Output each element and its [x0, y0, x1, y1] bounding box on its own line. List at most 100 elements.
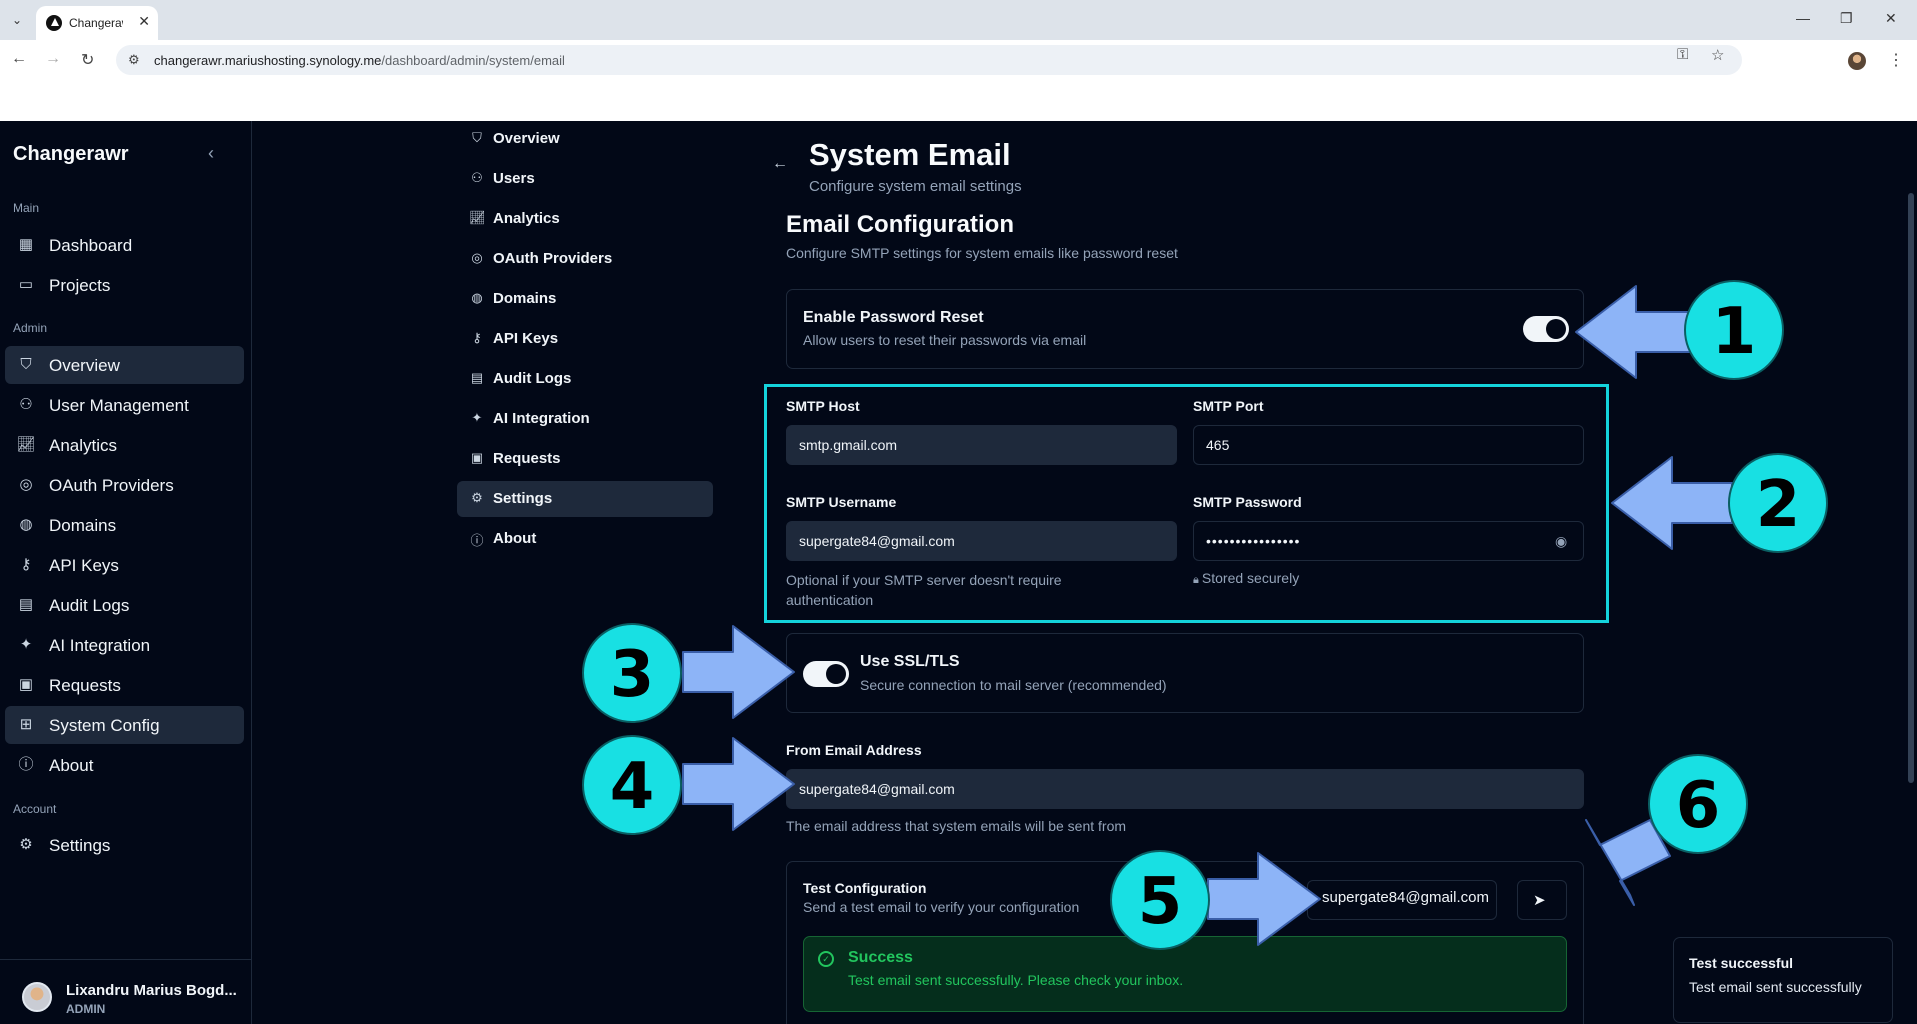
arrow-5	[1207, 852, 1321, 946]
sidebar-item-overview[interactable]: ⛉ Overview	[5, 346, 244, 384]
ssl-card: Use SSL/TLS Secure connection to mail se…	[786, 633, 1584, 713]
browser-menu-icon[interactable]: ⋮	[1888, 52, 1904, 69]
sidebar-item-user-management[interactable]: ⚇ User Management	[5, 386, 244, 424]
user-profile[interactable]: Lixandru Marius Bogd... ADMIN	[0, 959, 252, 1024]
smtp-port-input[interactable]: 465	[1193, 425, 1584, 465]
section-label-admin: Admin	[13, 321, 48, 335]
smtp-username-input[interactable]: supergate84@gmail.com	[786, 521, 1177, 561]
smtp-highlight-box	[764, 384, 1609, 623]
subnav-item-label: AI Integration	[493, 410, 590, 427]
sparkle-icon: ✦	[471, 410, 483, 425]
tab-search-icon[interactable]: ⌄	[11, 13, 23, 27]
sidebar-item-ai-integration[interactable]: ✦ AI Integration	[5, 626, 244, 664]
collapse-sidebar-icon[interactable]: ‹	[208, 143, 214, 163]
test-success-alert: ✓ Success Test email sent successfully. …	[803, 936, 1567, 1012]
subnav-item-analytics[interactable]: 📈︎ Analytics	[457, 201, 713, 237]
window-close-icon[interactable]: ✕	[1885, 10, 1897, 26]
forward-arrow-icon[interactable]: →	[45, 50, 61, 67]
restore-icon[interactable]: ❐	[1840, 10, 1853, 26]
sidebar-item-label: AI Integration	[49, 636, 151, 655]
subnav-item-label: Settings	[493, 490, 553, 507]
subnav-item-api-keys[interactable]: ⚷ API Keys	[457, 321, 713, 357]
url-text[interactable]: changerawr.mariushosting.synology.me/das…	[154, 53, 565, 68]
subnav-item-oauth-providers[interactable]: ◎ OAuth Providers	[457, 241, 713, 277]
annotation-badge-1: 1	[1684, 280, 1784, 380]
bookmark-star-icon[interactable]: ☆	[1711, 47, 1725, 64]
profile-avatar[interactable]	[1848, 52, 1866, 70]
sidebar-item-settings[interactable]: ⚙ Settings	[5, 826, 244, 864]
annotation-badge-6: 6	[1648, 754, 1748, 854]
smtp-host-input[interactable]: smtp.gmail.com	[786, 425, 1177, 465]
reload-icon[interactable]: ↻	[81, 52, 95, 69]
sidebar-item-dashboard[interactable]: ▦ Dashboard	[5, 226, 244, 264]
sidebar-item-requests[interactable]: ▣ Requests	[5, 666, 244, 704]
sidebar-item-projects[interactable]: ▭ Projects	[5, 266, 244, 304]
subnav-item-overview[interactable]: ⛉ Overview	[457, 121, 713, 157]
tab-close-icon[interactable]: ✕	[138, 13, 150, 29]
site-settings-icon[interactable]: ⚙	[128, 52, 140, 67]
sidebar-item-about[interactable]: ⓘ About	[5, 746, 244, 784]
sidebar-item-analytics[interactable]: 📈︎ Analytics	[5, 426, 244, 464]
subnav-item-domains[interactable]: ◍ Domains	[457, 281, 713, 317]
arrow-4	[682, 737, 795, 831]
from-email-help: The email address that system emails wil…	[786, 818, 1127, 834]
smtp-username-value: supergate84@gmail.com	[799, 533, 955, 549]
sidebar-item-api-keys[interactable]: ⚷ API Keys	[5, 546, 244, 584]
check-circle-icon: ✓	[818, 951, 834, 967]
browser-tab-bar: ⌄ Changerawr ✕ — ❐ ✕	[0, 0, 1917, 40]
from-email-input[interactable]: supergate84@gmail.com	[786, 769, 1584, 809]
address-bar[interactable]: ⚙ changerawr.mariushosting.synology.me/d…	[116, 45, 1742, 75]
show-password-eye-icon[interactable]: ◉	[1555, 533, 1568, 549]
sidebar-item-oauth-providers[interactable]: ◎ OAuth Providers	[5, 466, 244, 504]
sidebar-item-domains[interactable]: ◍ Domains	[5, 506, 244, 544]
password-reset-description: Allow users to reset their passwords via…	[803, 332, 1087, 348]
subnav-item-label: Audit Logs	[493, 370, 572, 387]
sidebar-item-label: OAuth Providers	[49, 476, 174, 495]
arrow-3	[682, 625, 795, 719]
subnav-item-label: Users	[493, 170, 535, 187]
password-reset-toggle[interactable]	[1523, 316, 1569, 342]
sidebar-item-label: Domains	[49, 516, 117, 535]
grid-icon: ▦	[18, 236, 34, 253]
sidebar-item-label: Settings	[49, 836, 111, 855]
subnav-item-label: Overview	[493, 130, 560, 147]
subnav-item-users[interactable]: ⚇ Users	[457, 161, 713, 197]
annotation-badge-4: 4	[582, 735, 682, 835]
back-arrow-icon[interactable]: ←	[11, 50, 27, 67]
lock-icon: 🔒︎	[1193, 574, 1202, 586]
section-label-main: Main	[13, 201, 40, 215]
test-recipient-input[interactable]	[1307, 880, 1497, 920]
fingerprint-icon: ◎	[19, 476, 33, 493]
subnav-item-about[interactable]: ⓘ About	[457, 521, 713, 557]
browser-tab[interactable]: Changerawr ✕	[36, 6, 158, 40]
back-arrow-icon[interactable]: ←	[772, 155, 788, 172]
subnav-item-requests[interactable]: ▣ Requests	[457, 441, 713, 477]
gear-icon: ⚙	[471, 490, 483, 505]
toast-notification[interactable]: Test successful Test email sent successf…	[1673, 937, 1893, 1023]
minimize-icon[interactable]: —	[1796, 10, 1810, 26]
annotation-badge-5: 5	[1110, 850, 1210, 950]
sidebar-item-label: About	[49, 756, 94, 775]
send-icon: ➤	[1533, 892, 1546, 909]
sidebar-item-label: Dashboard	[49, 236, 133, 255]
subnav-item-settings[interactable]: ⚙ Settings	[457, 481, 713, 517]
subnav-item-audit-logs[interactable]: ▤ Audit Logs	[457, 361, 713, 397]
brand-name: Changerawr	[13, 143, 129, 165]
clipboard-icon: ▣	[18, 676, 34, 693]
sidebar-item-system-config[interactable]: ⊞ System Config	[5, 706, 244, 744]
sparkle-icon: ✦	[19, 636, 33, 653]
smtp-password-help: 🔒︎ Stored securely	[1193, 570, 1300, 586]
fingerprint-icon: ◎	[471, 250, 483, 265]
ssl-toggle[interactable]	[803, 661, 849, 687]
send-test-button[interactable]: ➤	[1517, 880, 1567, 920]
password-key-icon[interactable]: ⚿	[1677, 46, 1689, 63]
smtp-host-label: SMTP Host	[786, 398, 860, 414]
subnav-item-label: Requests	[493, 450, 561, 467]
subnav-item-ai-integration[interactable]: ✦ AI Integration	[457, 401, 713, 437]
scrollbar[interactable]	[1908, 193, 1914, 783]
file-icon: ▤	[470, 370, 484, 385]
shield-icon: ⛉	[20, 356, 32, 373]
tab-title: Changerawr	[69, 16, 123, 30]
smtp-password-input[interactable]: •••••••••••••••• ◉	[1193, 521, 1584, 561]
sidebar-item-audit-logs[interactable]: ▤ Audit Logs	[5, 586, 244, 624]
